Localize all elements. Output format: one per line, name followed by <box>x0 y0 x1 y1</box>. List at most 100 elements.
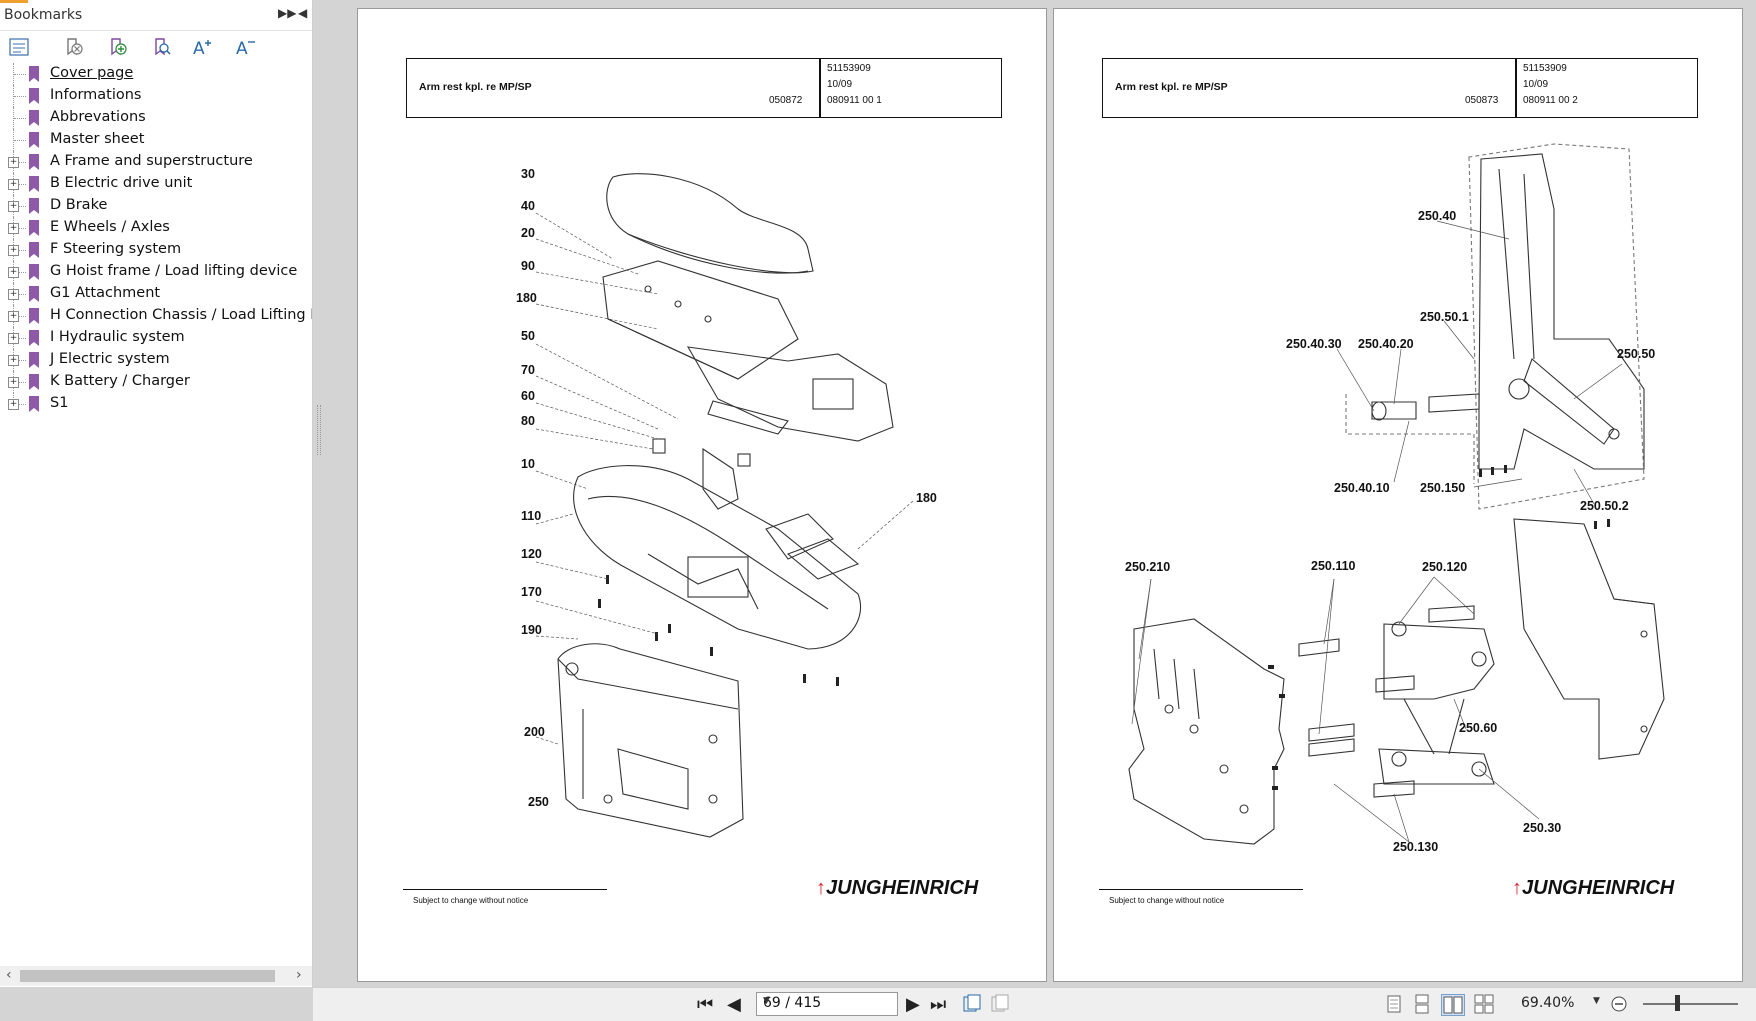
callout: 90 <box>521 259 535 273</box>
scroll-right-icon[interactable]: › <box>296 967 302 983</box>
bookmark-icon <box>28 330 40 346</box>
footer-rule <box>403 889 607 890</box>
bookmark-options-icon[interactable] <box>7 35 31 59</box>
expand-icon[interactable]: + <box>8 157 19 168</box>
expand-icon[interactable]: + <box>8 289 19 300</box>
facing-view-icon[interactable] <box>1441 994 1465 1016</box>
bookmark-icon <box>28 132 40 148</box>
bookmark-item[interactable]: +A Frame and superstructure <box>0 151 312 173</box>
callout: 250.30 <box>1523 821 1562 835</box>
bookmark-item[interactable]: +K Battery / Charger <box>0 371 312 393</box>
exploded-view-drawing <box>535 173 914 838</box>
scrollbar-thumb[interactable] <box>20 970 275 982</box>
callout: 190 <box>521 623 542 637</box>
expand-icon[interactable]: + <box>8 377 19 388</box>
bookmark-item[interactable]: +J Electric system <box>0 349 312 371</box>
svg-text:A: A <box>236 39 248 57</box>
next-view-icon[interactable] <box>989 994 1009 1014</box>
scroll-left-icon[interactable]: ‹ <box>6 967 12 983</box>
single-page-view-icon[interactable] <box>1386 994 1402 1014</box>
bookmark-item[interactable]: + F Steering system <box>0 239 312 261</box>
navigation-bar: ⏮ ◀ 69 / 415 ▼ ▶ ⏭ 69.40% ▼ <box>313 987 1756 1021</box>
document-page-left: Arm rest kpl. re MP/SP 050872 51153909 1… <box>357 8 1047 982</box>
zoom-slider-track[interactable] <box>1643 1003 1738 1005</box>
previous-page-icon[interactable]: ◀ <box>727 994 741 1015</box>
chevron-down-icon[interactable]: ▼ <box>763 996 770 1006</box>
bookmark-item[interactable]: +S1 <box>0 393 312 415</box>
expand-panel-icon[interactable]: ▶▶ <box>278 6 297 20</box>
bookmark-label: Abbrevations <box>50 109 146 125</box>
bookmark-item[interactable]: Cover page <box>0 63 312 85</box>
panel-splitter[interactable] <box>317 405 321 455</box>
bookmark-icon <box>28 198 40 214</box>
page-number-dropdown[interactable]: 69 / 415 ▼ <box>756 992 898 1016</box>
bookmark-icon <box>28 220 40 236</box>
expand-icon[interactable]: + <box>8 355 19 366</box>
continuous-facing-view-icon[interactable] <box>1473 994 1495 1014</box>
callout: 60 <box>521 389 535 403</box>
expand-icon[interactable]: + <box>8 267 19 278</box>
revision-date: 10/09 <box>827 79 853 90</box>
bookmarks-title: Bookmarks <box>4 7 83 23</box>
reference-number: 080911 00 1 <box>827 95 882 106</box>
bookmark-label: G1 Attachment <box>50 285 161 301</box>
exploded-view-drawing <box>1128 143 1665 845</box>
bookmark-icon <box>28 308 40 324</box>
previous-view-icon[interactable] <box>961 994 981 1014</box>
bookmark-item[interactable]: +D Brake <box>0 195 312 217</box>
decrease-font-icon[interactable]: A <box>234 35 258 59</box>
bookmarks-header: Bookmarks ▶▶ ◀ <box>0 0 312 31</box>
delete-bookmark-icon[interactable] <box>62 35 86 59</box>
page-title: Arm rest kpl. re MP/SP <box>1115 81 1228 93</box>
expand-icon[interactable]: + <box>8 311 19 322</box>
bookmark-icon <box>28 110 40 126</box>
bookmark-item[interactable]: Abbrevations <box>0 107 312 129</box>
continuous-view-icon[interactable] <box>1414 994 1430 1014</box>
part-number: 51153909 <box>1523 63 1567 74</box>
last-page-icon[interactable]: ⏭ <box>930 994 947 1015</box>
bookmark-item[interactable]: +B Electric drive unit <box>0 173 312 195</box>
callout: 10 <box>521 457 535 471</box>
bookmark-label: Informations <box>50 87 142 103</box>
increase-font-icon[interactable]: A <box>191 35 215 59</box>
callout: 250.210 <box>1125 560 1171 574</box>
bookmark-icon <box>28 242 40 258</box>
zoom-dropdown-icon[interactable]: ▼ <box>1593 996 1600 1006</box>
expand-icon[interactable]: + <box>8 179 19 190</box>
document-page-right: Arm rest kpl. re MP/SP 050873 51153909 1… <box>1053 8 1743 982</box>
bookmark-icon <box>28 374 40 390</box>
first-page-icon[interactable]: ⏮ <box>697 994 714 1015</box>
find-bookmark-icon[interactable] <box>150 35 174 59</box>
page-title: Arm rest kpl. re MP/SP <box>419 81 532 93</box>
drawing-number: 050873 <box>1465 95 1499 106</box>
expand-icon[interactable]: + <box>8 245 19 256</box>
next-page-icon[interactable]: ▶ <box>906 994 920 1015</box>
callout: 250.60 <box>1459 721 1498 735</box>
callout: 200 <box>524 725 545 739</box>
collapse-panel-icon[interactable]: ◀ <box>298 6 308 20</box>
bookmark-item[interactable]: +G Hoist frame / Load lifting device <box>0 261 312 283</box>
title-block: Arm rest kpl. re MP/SP 050872 51153909 1… <box>406 58 1002 118</box>
expand-icon[interactable]: + <box>8 333 19 344</box>
callout: 250.40.20 <box>1358 337 1414 351</box>
zoom-out-icon[interactable] <box>1609 994 1629 1014</box>
expand-icon[interactable]: + <box>8 201 19 212</box>
add-bookmark-icon[interactable] <box>106 35 130 59</box>
expand-icon[interactable]: + <box>8 399 19 410</box>
bookmark-item[interactable]: Master sheet <box>0 129 312 151</box>
bookmark-item[interactable]: +E Wheels / Axles <box>0 217 312 239</box>
zoom-level[interactable]: 69.40% <box>1521 995 1575 1011</box>
bookmark-item[interactable]: + G1 Attachment <box>0 283 312 305</box>
zoom-slider-thumb[interactable] <box>1675 995 1680 1011</box>
expand-icon[interactable]: + <box>8 223 19 234</box>
callout: 250.40 <box>1418 209 1457 223</box>
callout: 250.50.1 <box>1420 310 1469 324</box>
bookmark-item[interactable]: Informations <box>0 85 312 107</box>
bookmark-label: F Steering system <box>50 241 182 257</box>
drawing-number: 050872 <box>769 95 803 106</box>
bookmark-item[interactable]: +I Hydraulic system <box>0 327 312 349</box>
sidebar-horizontal-scrollbar[interactable]: ‹ › <box>0 966 312 986</box>
bookmark-item[interactable]: +H Connection Chassis / Load Lifting Dev… <box>0 305 312 327</box>
footer-note: Subject to change without notice <box>1109 896 1225 905</box>
